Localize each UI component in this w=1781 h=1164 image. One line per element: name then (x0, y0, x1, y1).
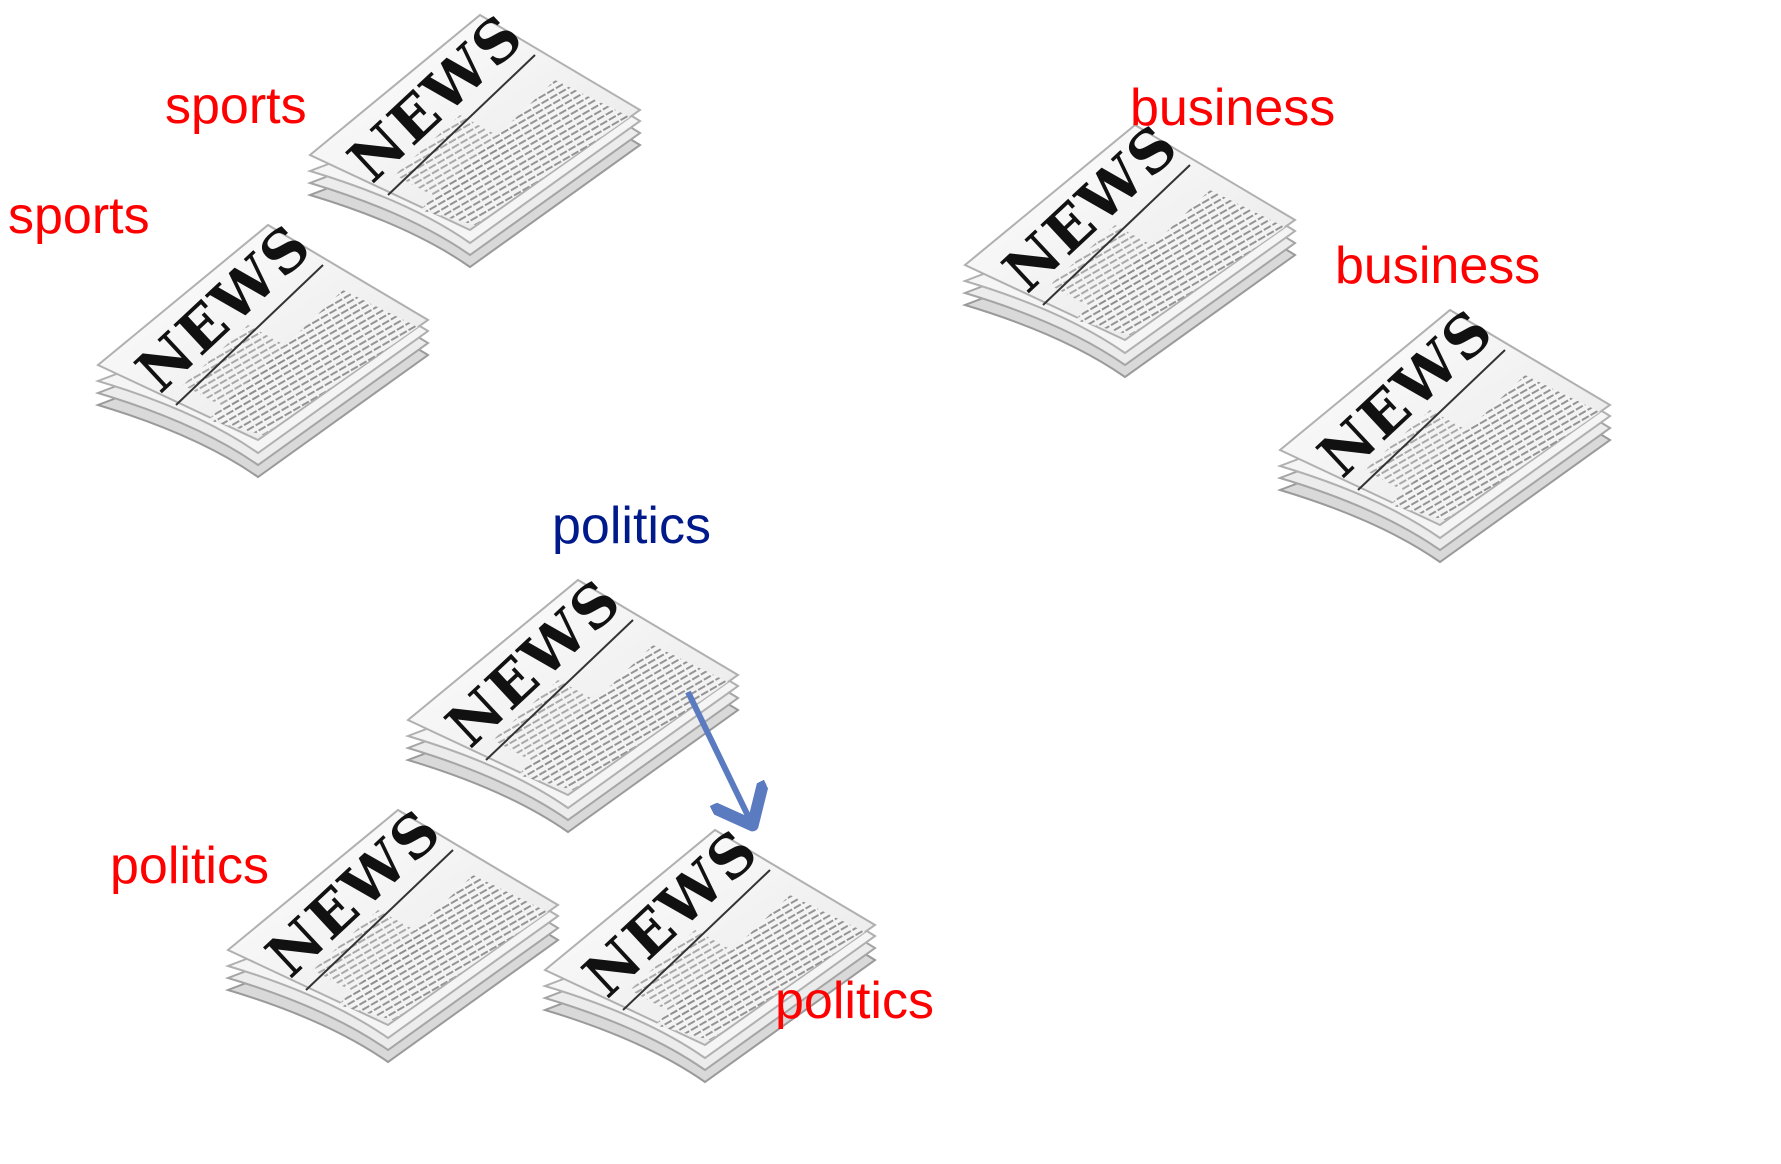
label-sports-top: sports (165, 77, 307, 135)
newspaper-icon (1279, 294, 1611, 563)
newspaper-politics-bottom-left (218, 794, 559, 1070)
label-politics-bottom-left: politics (110, 837, 269, 895)
newspaper-icon (97, 209, 429, 478)
label-politics-bottom-right: politics (775, 972, 934, 1030)
newspaper-icon (964, 109, 1296, 378)
newspaper-sports-left (88, 209, 429, 485)
newspaper-icon (544, 814, 876, 1083)
newspaper-business-top (955, 109, 1296, 385)
label-sports-left: sports (8, 187, 150, 245)
newspaper-business-right (1270, 294, 1611, 570)
newspaper-icon (227, 794, 559, 1063)
label-business-top: business (1130, 79, 1336, 137)
label-politics-query: politics (552, 497, 711, 555)
newspaper-politics-bottom-right (535, 814, 876, 1090)
label-business-right: business (1335, 237, 1541, 295)
